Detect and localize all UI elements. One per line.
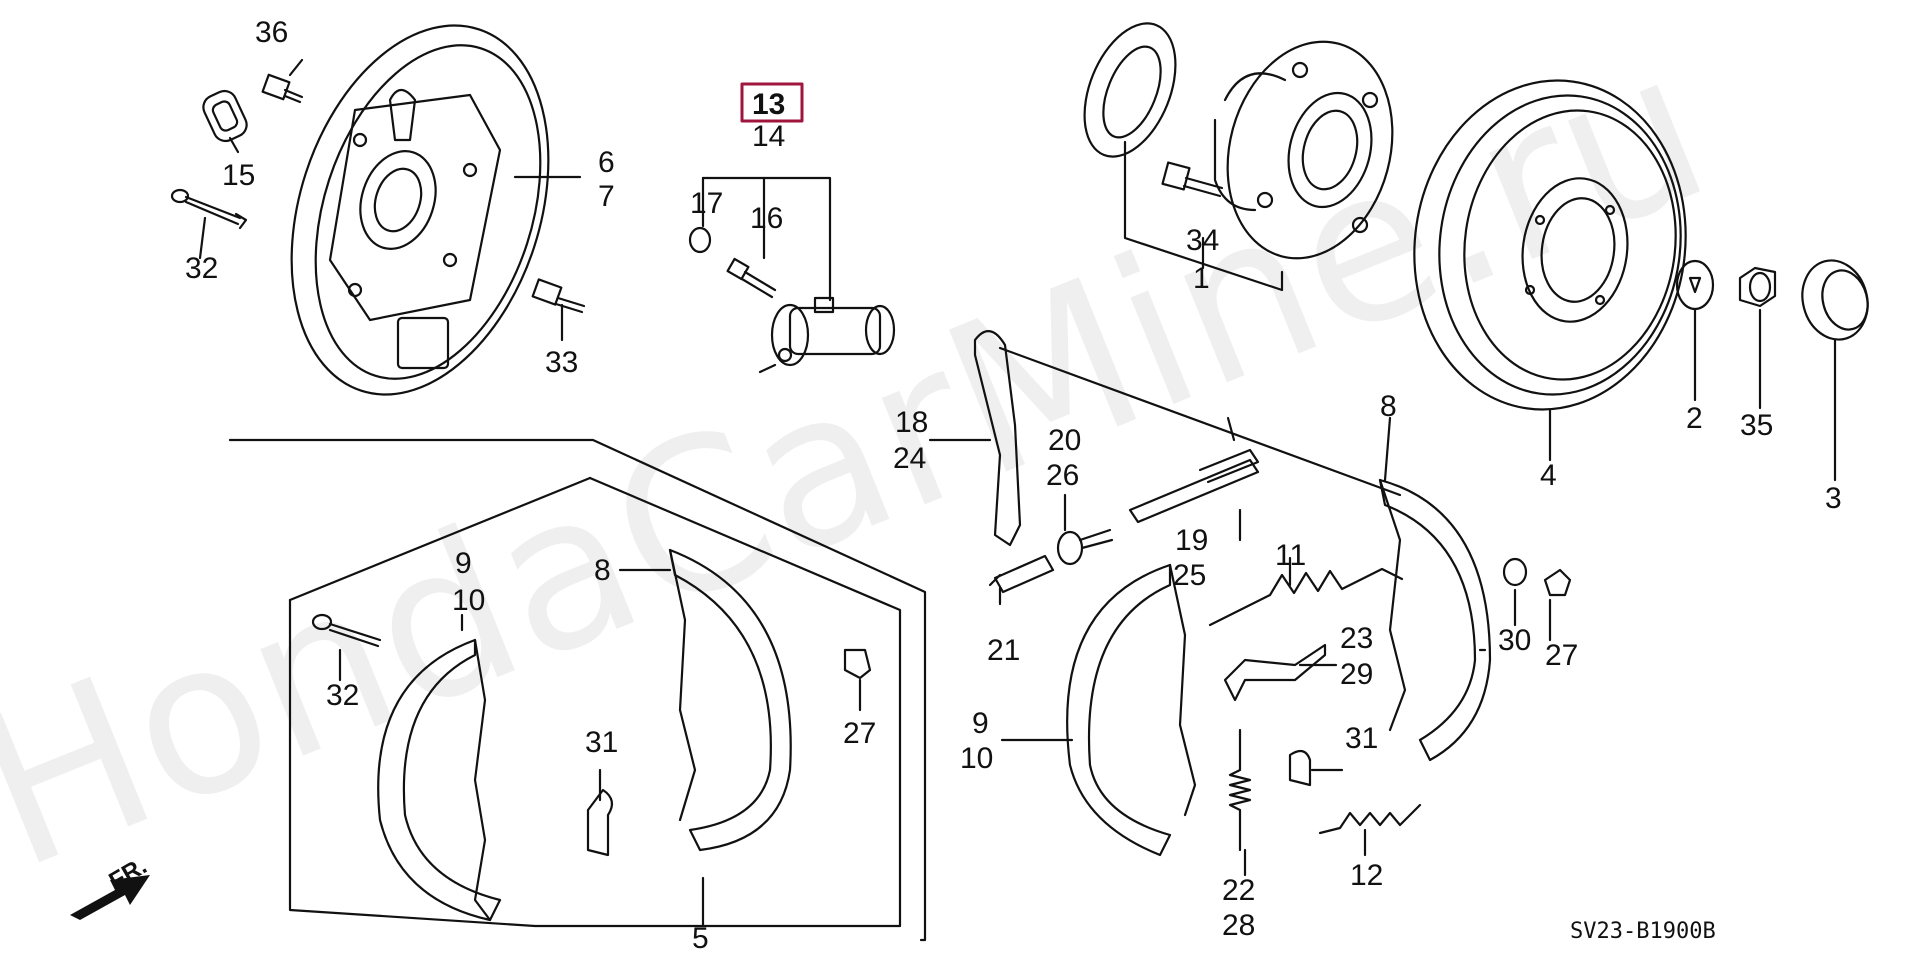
- callout-27-right[interactable]: 27: [1545, 639, 1578, 672]
- adjuster-lever[interactable]: [973, 330, 1022, 547]
- clip-31-left[interactable]: [586, 788, 614, 857]
- callout-28[interactable]: 28: [1222, 909, 1255, 942]
- bolt-36[interactable]: [261, 73, 304, 104]
- callout-31-right[interactable]: 31: [1345, 722, 1378, 755]
- diagram-code: SV23-B1900B: [1570, 919, 1716, 944]
- callout-29[interactable]: 29: [1340, 658, 1373, 691]
- spindle-nut-35[interactable]: [1738, 266, 1777, 308]
- callout-25[interactable]: 25: [1173, 559, 1206, 592]
- hub-cap-3[interactable]: [1794, 253, 1877, 347]
- callout-1[interactable]: 1: [1193, 262, 1210, 295]
- shoe-set-frame: [228, 438, 927, 942]
- callout-32-left[interactable]: 32: [326, 679, 359, 712]
- callout-17[interactable]: 17: [690, 187, 723, 220]
- washer-30[interactable]: [1502, 557, 1528, 587]
- callout-22[interactable]: 22: [1222, 874, 1255, 907]
- callout-13[interactable]: 13: [752, 88, 785, 121]
- callout-2[interactable]: 2: [1686, 402, 1703, 435]
- return-spring-11[interactable]: [1208, 567, 1404, 627]
- callout-33[interactable]: 33: [545, 346, 578, 379]
- callout-14[interactable]: 14: [752, 120, 785, 153]
- brake-drum[interactable]: [1393, 63, 1706, 427]
- adjuster-bracket-23[interactable]: [1223, 643, 1327, 702]
- callout-10-right[interactable]: 10: [960, 742, 993, 775]
- clip-27-left[interactable]: [843, 648, 872, 680]
- callout-26[interactable]: 26: [1046, 459, 1079, 492]
- callout-20[interactable]: 20: [1048, 424, 1081, 457]
- hub-bolt-34[interactable]: [1161, 161, 1224, 198]
- washer-2[interactable]: [1675, 259, 1715, 311]
- bleeder-cap-17[interactable]: [688, 226, 712, 254]
- callout-3[interactable]: 3: [1825, 482, 1842, 515]
- spring-12[interactable]: [1318, 803, 1422, 835]
- adjuster-rod[interactable]: [1128, 448, 1260, 524]
- brake-shoe-left-trailing[interactable]: [377, 638, 502, 922]
- adjuster-socket[interactable]: [988, 554, 1055, 594]
- bleeder-16[interactable]: [726, 257, 777, 299]
- callout-8-right[interactable]: 8: [1380, 390, 1397, 423]
- callout-19[interactable]: 19: [1175, 524, 1208, 557]
- front-arrow-icon: [70, 875, 150, 920]
- callout-31-left[interactable]: 31: [585, 726, 618, 759]
- leader-14: [701, 176, 832, 302]
- callout-7[interactable]: 7: [598, 180, 615, 213]
- callout-9-right[interactable]: 9: [972, 707, 989, 740]
- callout-34[interactable]: 34: [1186, 224, 1219, 257]
- callout-11[interactable]: 11: [1275, 539, 1306, 572]
- backing-plate[interactable]: [247, 0, 593, 428]
- leader-lines: [198, 58, 1837, 877]
- callout-6[interactable]: 6: [598, 146, 615, 179]
- callout-30[interactable]: 30: [1498, 624, 1531, 657]
- clip-27-right[interactable]: [1543, 568, 1572, 597]
- watermark: HondaCarMine.ru: [0, 3, 1737, 916]
- adjuster-nut[interactable]: [1056, 528, 1114, 566]
- callout-32-top[interactable]: 32: [185, 252, 218, 285]
- oil-seal[interactable]: [1067, 10, 1194, 170]
- pin-32-top[interactable]: [170, 188, 248, 230]
- spring-22[interactable]: [1228, 728, 1252, 852]
- callout-15[interactable]: 15: [222, 159, 255, 192]
- callout-10-left[interactable]: 10: [452, 584, 485, 617]
- callout-36[interactable]: 36: [255, 16, 288, 49]
- bolt-33[interactable]: [531, 278, 586, 314]
- highlight-box: [740, 82, 804, 123]
- grommet-15[interactable]: [199, 87, 250, 145]
- callout-18[interactable]: 18: [895, 406, 928, 439]
- leader-adjuster: [998, 346, 1402, 497]
- callout-12[interactable]: 12: [1350, 859, 1383, 892]
- brake-shoe-left-leading[interactable]: [668, 548, 792, 852]
- callout-16[interactable]: 16: [750, 202, 783, 235]
- callout-9-left[interactable]: 9: [455, 547, 472, 580]
- callout-4[interactable]: 4: [1540, 459, 1557, 492]
- brake-shoe-right-trailing[interactable]: [1066, 563, 1197, 857]
- shoe-set-box: [288, 476, 902, 928]
- callout-labels: 1 2 3 4 5 6 7 8 8 9 10 9 10 11 12 13 14 …: [185, 16, 1842, 955]
- hub-bearing[interactable]: [1204, 23, 1415, 277]
- callout-35[interactable]: 35: [1740, 409, 1773, 442]
- callout-23[interactable]: 23: [1340, 622, 1373, 655]
- callout-21[interactable]: 21: [987, 634, 1020, 667]
- clip-31-right[interactable]: [1288, 749, 1312, 787]
- callout-27-left[interactable]: 27: [843, 717, 876, 750]
- callout-24[interactable]: 24: [893, 442, 926, 475]
- brake-shoe-right-leading[interactable]: [1378, 478, 1492, 762]
- callout-5[interactable]: 5: [692, 922, 709, 955]
- pin-32-left[interactable]: [311, 613, 382, 648]
- callout-8-left[interactable]: 8: [594, 554, 611, 587]
- wheel-cylinder[interactable]: [758, 296, 896, 374]
- shoe-set-box-edge: [288, 476, 592, 602]
